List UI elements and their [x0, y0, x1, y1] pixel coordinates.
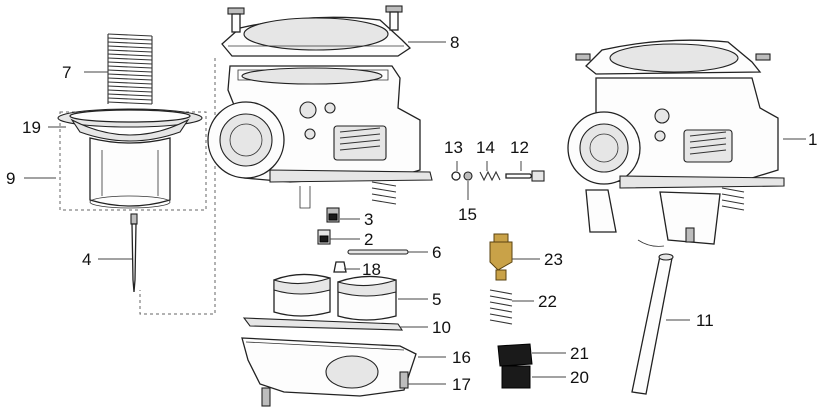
- callout-13: 13: [444, 138, 463, 157]
- part-5-floats: [273, 273, 397, 321]
- carburetor-body-left: [207, 65, 433, 209]
- callout-9: 9: [6, 169, 15, 188]
- part-8-top-cover: [221, 5, 412, 57]
- part-2-main-jet: [317, 229, 331, 245]
- part-12-pilot-screw: [505, 170, 545, 182]
- leader-lines: [24, 41, 806, 385]
- callout-18: 18: [362, 260, 381, 279]
- part-20-nut: [501, 365, 531, 389]
- callout-1: 1: [808, 130, 817, 149]
- part-11-drain-hose: [631, 253, 674, 395]
- callout-20: 20: [570, 368, 589, 387]
- part-6-float-pin: [347, 249, 409, 255]
- part-22-plunger-spring: [489, 289, 513, 325]
- part-9-piston-slide: [89, 137, 171, 209]
- callout-labels: 1 2 3 4 5 6 7 8 9 10 11 12 13 14 15 16 1…: [6, 33, 817, 394]
- callout-19: 19: [22, 118, 41, 137]
- callout-11: 11: [696, 311, 714, 330]
- part-4-jet-needle: [130, 213, 138, 293]
- callout-21: 21: [570, 344, 589, 363]
- callout-17: 17: [452, 375, 471, 394]
- callout-5: 5: [432, 290, 441, 309]
- part-18-float-valve: [333, 261, 347, 273]
- part-23-brass-plunger: [489, 233, 513, 281]
- callout-23: 23: [544, 250, 563, 269]
- part-16-float-bowl: [241, 337, 417, 407]
- part-3-needle-jet: [326, 207, 340, 223]
- part-21-cap: [497, 343, 533, 367]
- callout-2: 2: [364, 230, 373, 249]
- callout-3: 3: [364, 210, 373, 229]
- callout-14: 14: [476, 138, 495, 157]
- callout-16: 16: [452, 348, 471, 367]
- part-15-o-ring: [463, 171, 473, 181]
- callout-7: 7: [62, 63, 71, 82]
- part-7-slide-spring: [107, 33, 153, 105]
- callout-4: 4: [82, 250, 91, 269]
- part-10-gasket: [242, 317, 404, 331]
- callout-12: 12: [510, 138, 529, 157]
- part-19-diaphragm: [57, 108, 203, 142]
- callout-22: 22: [538, 292, 557, 311]
- callout-8: 8: [450, 33, 459, 52]
- part-13-washer: [451, 171, 461, 181]
- part-1-carburetor-assembly: [567, 39, 785, 247]
- callout-15: 15: [458, 205, 477, 224]
- part-14-spring: [479, 170, 501, 182]
- callout-6: 6: [432, 243, 441, 262]
- callout-10: 10: [432, 318, 451, 337]
